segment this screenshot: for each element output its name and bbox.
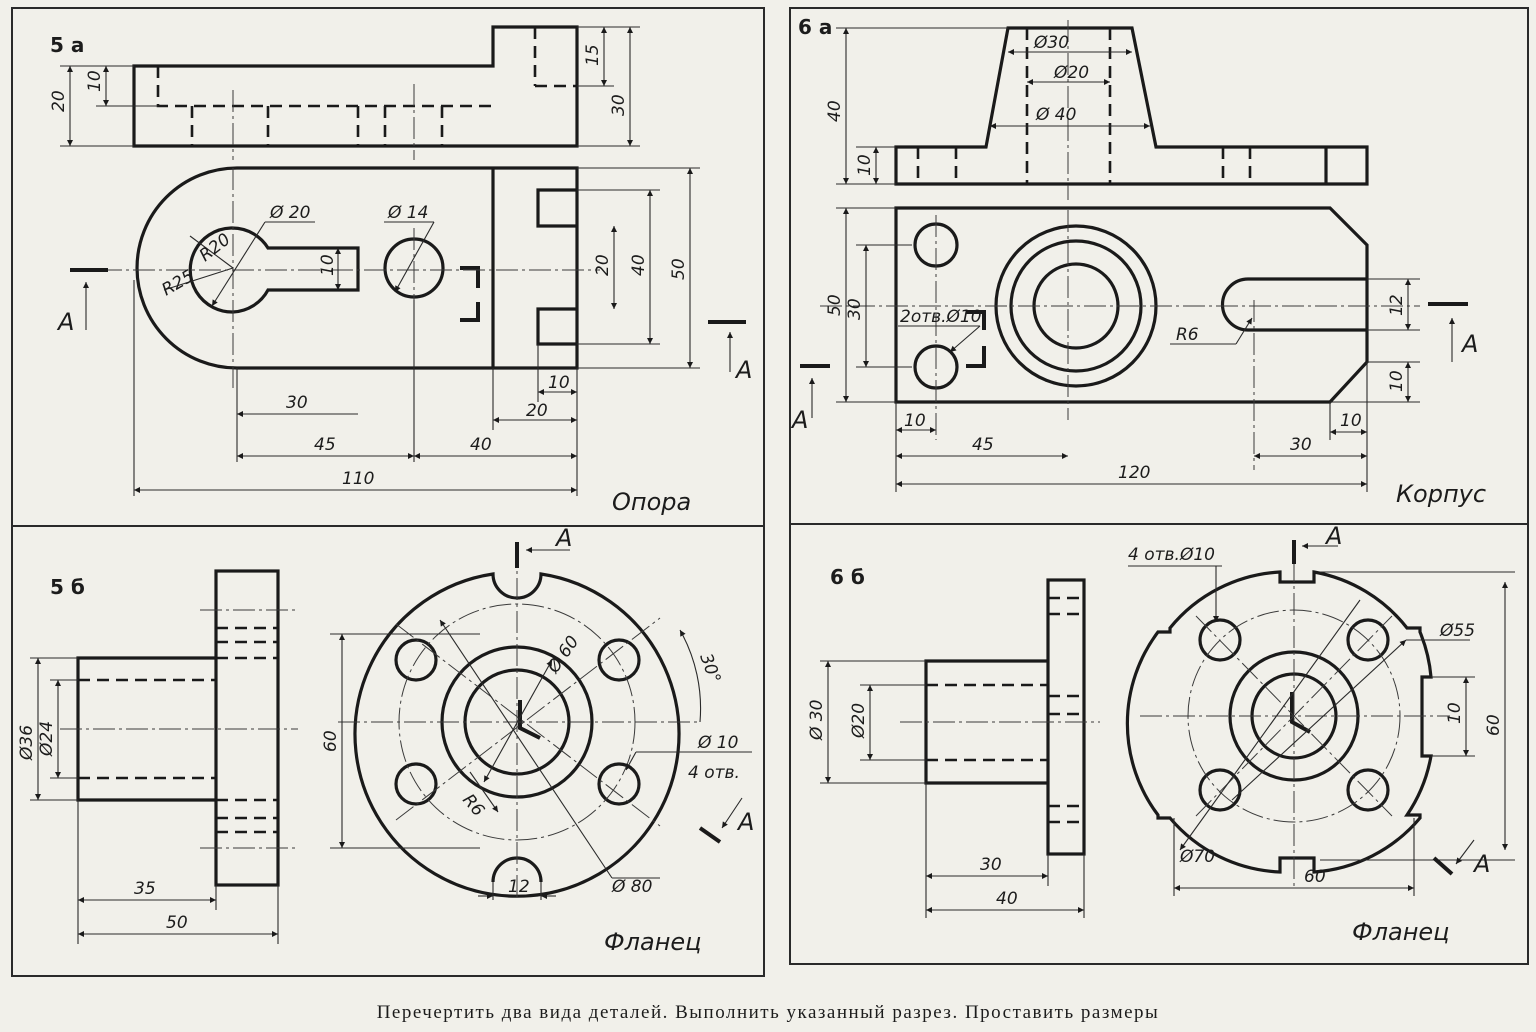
part-title: Опора	[612, 488, 691, 516]
dim-110: 110	[342, 469, 374, 489]
dim-phi20: Ø 20	[269, 203, 310, 223]
dim-phi55: Ø55	[1439, 621, 1475, 641]
view-6b-side: Ø 30 Ø20 30 40	[807, 578, 1100, 918]
dim-30-bottom: 30	[1290, 435, 1312, 455]
dim-12: 12	[1387, 294, 1407, 316]
dim-10-right: 10	[1387, 370, 1407, 392]
view-6b-front: A 4 отв.Ø10 Ø55 10 60 Ø70 60 A	[1125, 522, 1515, 896]
dim-12: 12	[508, 877, 530, 897]
dim-120: 120	[1118, 463, 1150, 483]
panel-5a: 5 а 20 10 15 30	[49, 25, 752, 516]
dim-phi40: Ø 40	[1035, 105, 1076, 125]
dim-40-bottom: 40	[470, 435, 492, 455]
dim-r20: R20	[196, 230, 235, 266]
dim-phi36: Ø36	[17, 725, 37, 761]
dim-40-right: 40	[629, 254, 649, 276]
page-frames	[11, 7, 1529, 977]
section-mark-a: A	[1460, 330, 1478, 358]
section-mark-a: A	[736, 808, 754, 836]
view-5b-side: Ø36 Ø24 35 50	[17, 569, 298, 944]
dim-20-right: 20	[593, 254, 613, 276]
dim-holes: 2отв.Ø10	[900, 307, 982, 327]
dim-10: 10	[855, 154, 875, 176]
part-title: Корпус	[1396, 480, 1486, 508]
dim-30: 30	[845, 298, 865, 320]
dim-phi80: Ø 80	[611, 877, 652, 897]
view-5a-front: Ø 20 Ø 14 R20 R25 10 20 40 50	[56, 166, 752, 496]
drawing-sheet: 5 а 20 10 15 30	[11, 7, 1529, 977]
dim-phi24: Ø24	[37, 721, 57, 757]
dim-phi20: Ø20	[849, 703, 869, 739]
dim-50: 50	[825, 294, 845, 316]
dim-50-right: 50	[669, 258, 689, 280]
dim-10-bottom: 10	[904, 411, 926, 431]
dim-10-slot: 10	[318, 254, 338, 276]
dim-10: 10	[1445, 702, 1465, 724]
panel-label: 5 б	[50, 575, 85, 599]
dim-holes: 4 отв.Ø10	[1128, 545, 1215, 565]
view-6a-front: 50 30 2отв.Ø10 R6 12 10 10 45	[790, 206, 1478, 492]
dim-holes: 4 отв.	[688, 763, 740, 783]
panel-label: 5 а	[50, 33, 84, 57]
dim-phi70: Ø70	[1179, 847, 1215, 867]
dim-45: 45	[314, 435, 336, 455]
dim-30: 30	[609, 94, 629, 116]
section-mark-a: A	[790, 406, 808, 434]
dim-10-bottom: 10	[548, 373, 570, 393]
dim-angle-30: 30°	[695, 651, 724, 686]
panel-6b: 6 б Ø 30 Ø20 30	[807, 522, 1515, 946]
dim-35: 35	[134, 879, 156, 899]
dim-r6: R6	[1176, 325, 1199, 345]
dim-20: 20	[49, 90, 69, 112]
dim-20-bottom: 20	[526, 401, 548, 421]
dim-phi14: Ø 14	[387, 203, 428, 223]
section-mark-a: A	[1324, 522, 1342, 550]
dim-phi20: Ø20	[1053, 63, 1089, 83]
panel-6a: 6 а 40 10 Ø30 Ø20 Ø 40	[790, 15, 1486, 508]
dim-phi30: Ø30	[1033, 33, 1069, 53]
panel-label: 6 б	[830, 565, 865, 589]
panel-5b: 5 б Ø36 Ø24	[17, 524, 754, 956]
dim-30: 30	[980, 855, 1002, 875]
dim-40: 40	[996, 889, 1018, 909]
section-mark-a: A	[554, 524, 572, 552]
dim-phi10: Ø 10	[697, 733, 738, 753]
dim-30-bottom: 30	[286, 393, 308, 413]
dim-50: 50	[166, 913, 188, 933]
dim-r6: R6	[458, 790, 488, 820]
panel-label: 6 а	[798, 15, 832, 39]
dim-60: 60	[321, 730, 341, 752]
part-title: Фланец	[1352, 918, 1450, 946]
section-mark-a: A	[734, 356, 752, 384]
section-mark-a: A	[1472, 850, 1490, 878]
dim-60-horizontal: 60	[1304, 867, 1326, 887]
view-5a-top: 20 10 15 30	[49, 25, 640, 160]
dim-60-vertical: 60	[1484, 714, 1504, 736]
view-5b-front: A 60 Ø 60 30° Ø 10 4 отв. R6 12 Ø 80	[321, 524, 754, 900]
dim-15: 15	[583, 44, 603, 66]
dim-10: 10	[85, 70, 105, 92]
dim-phi30: Ø 30	[807, 700, 827, 741]
dim-45: 45	[972, 435, 994, 455]
section-mark-a: A	[56, 308, 74, 336]
instruction-caption: Перечертить два вида деталей. Выполнить …	[376, 1002, 1160, 1023]
dim-40: 40	[825, 100, 845, 122]
part-title: Фланец	[604, 928, 702, 956]
view-6a-top: 40 10 Ø30 Ø20 Ø 40	[825, 20, 1369, 200]
dim-10-chamfer: 10	[1340, 411, 1362, 431]
